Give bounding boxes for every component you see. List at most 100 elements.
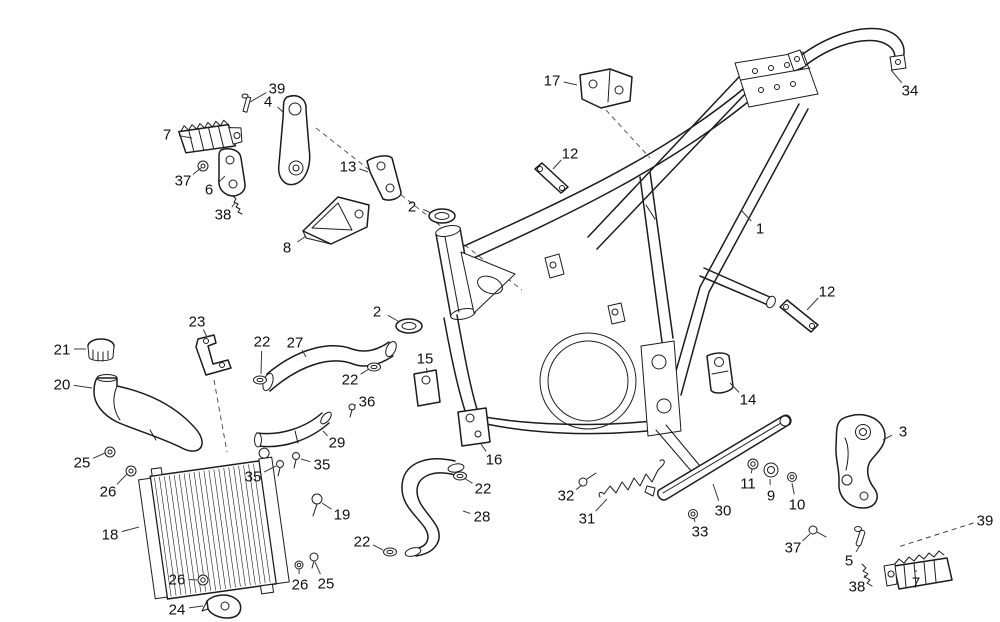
- seal-ring-2-upper: [428, 208, 456, 224]
- spring-38-front: [232, 195, 243, 215]
- leader-line: [192, 167, 202, 175]
- part-label-14[interactable]: 14: [729, 382, 756, 408]
- part-label-30[interactable]: 30: [712, 483, 731, 519]
- part-label-35[interactable]: 35: [245, 465, 277, 485]
- part-number: 7: [163, 126, 171, 143]
- part-label-2[interactable]: 2: [408, 198, 432, 215]
- bolt-33: [688, 509, 698, 519]
- part-label-35[interactable]: 35: [300, 456, 331, 473]
- part-number: 37: [785, 539, 802, 556]
- part-label-28[interactable]: 28: [462, 508, 490, 525]
- part-label-36[interactable]: 36: [353, 393, 376, 410]
- washer-26-c: [197, 574, 209, 586]
- spring-38-rear: [861, 563, 873, 587]
- bracket-14-drawing: [706, 352, 734, 394]
- part-label-17[interactable]: 17: [544, 72, 578, 89]
- part-label-4[interactable]: 4: [264, 93, 285, 114]
- part-label-27[interactable]: 27: [287, 334, 307, 358]
- hose-28-drawing: [401, 458, 465, 557]
- part-label-1[interactable]: 1: [740, 209, 764, 237]
- bolt-37-rear: [808, 525, 827, 538]
- link-plate-12-lower: [779, 299, 819, 333]
- part-label-32[interactable]: 32: [558, 484, 583, 504]
- part-label-37[interactable]: 37: [785, 533, 811, 556]
- part-label-6[interactable]: 6: [205, 175, 226, 198]
- part-label-10[interactable]: 10: [789, 482, 806, 513]
- leader-line: [92, 452, 106, 459]
- leader-line: [178, 135, 193, 139]
- leader-line: [897, 522, 974, 548]
- part-label-22[interactable]: 22: [463, 477, 491, 497]
- part-label-26[interactable]: 26: [292, 568, 309, 593]
- part-label-39[interactable]: 39: [897, 512, 993, 548]
- part-label-21[interactable]: 21: [54, 341, 86, 358]
- part-number: 26: [169, 571, 186, 588]
- pipe-29-drawing: [254, 411, 332, 448]
- part-label-5[interactable]: 5: [845, 544, 861, 569]
- part-label-2[interactable]: 2: [373, 303, 399, 322]
- part-label-22[interactable]: 22: [254, 333, 271, 375]
- part-label-31[interactable]: 31: [579, 498, 608, 527]
- bracket-13-drawing: [366, 155, 402, 201]
- part-label-39[interactable]: 39: [249, 80, 285, 103]
- part-label-33[interactable]: 33: [692, 517, 709, 540]
- washer-11: [747, 458, 759, 470]
- part-label-11[interactable]: 11: [740, 468, 756, 492]
- part-label-16[interactable]: 16: [480, 443, 502, 468]
- bracket-17-drawing: [579, 68, 633, 109]
- part-label-37[interactable]: 37: [175, 167, 202, 189]
- part-number: 4: [264, 93, 272, 110]
- part-label-26[interactable]: 26: [100, 473, 128, 500]
- part-number: 22: [354, 533, 371, 550]
- part-label-19[interactable]: 19: [321, 502, 350, 523]
- leader-line: [73, 384, 93, 389]
- part-label-12[interactable]: 12: [552, 145, 578, 170]
- part-label-34[interactable]: 34: [890, 69, 919, 99]
- part-label-22[interactable]: 22: [342, 368, 370, 388]
- pin-39-front: [241, 93, 252, 113]
- part-label-26[interactable]: 26: [169, 571, 198, 588]
- part-label-9[interactable]: 9: [767, 478, 775, 504]
- part-number: 34: [902, 82, 919, 99]
- part-number: 18: [102, 526, 119, 543]
- washer-25-a: [104, 446, 116, 458]
- part-label-20[interactable]: 20: [54, 376, 93, 393]
- leader-line: [321, 502, 332, 510]
- part-number: 15: [417, 350, 434, 367]
- part-number: 5: [845, 552, 853, 569]
- part-label-8[interactable]: 8: [283, 235, 307, 256]
- part-number: 36: [359, 393, 376, 410]
- part-label-15[interactable]: 15: [417, 350, 434, 374]
- part-label-24[interactable]: 24: [169, 601, 204, 618]
- part-number: 2: [408, 198, 416, 215]
- part-number: 35: [245, 468, 262, 485]
- part-number: 23: [189, 313, 206, 330]
- part-label-3[interactable]: 3: [882, 423, 907, 441]
- part-label-7[interactable]: 7: [912, 570, 920, 591]
- part-number: 13: [340, 158, 357, 175]
- part-label-22[interactable]: 22: [354, 533, 384, 551]
- part-label-7[interactable]: 7: [163, 126, 193, 143]
- part-label-23[interactable]: 23: [189, 313, 208, 338]
- bolt-35-a: [292, 452, 300, 469]
- part-number: 8: [283, 239, 291, 256]
- footpeg-front-left: [178, 119, 243, 154]
- bolt-25-b: [309, 552, 319, 569]
- part-label-12[interactable]: 12: [806, 283, 835, 311]
- leader-line: [806, 297, 819, 311]
- part-label-18[interactable]: 18: [102, 526, 140, 543]
- part-number: 7: [912, 574, 920, 591]
- part-label-13[interactable]: 13: [340, 158, 369, 175]
- leader-line: [802, 533, 811, 542]
- part-number: 35: [314, 456, 331, 473]
- side-stand-30: [644, 414, 792, 501]
- part-number: 10: [789, 496, 806, 513]
- part-label-38[interactable]: 38: [215, 202, 236, 223]
- part-label-25[interactable]: 25: [74, 452, 106, 471]
- part-label-38[interactable]: 38: [849, 574, 866, 595]
- leader-line: [263, 465, 277, 473]
- leader-line: [116, 473, 128, 485]
- part-label-29[interactable]: 29: [322, 430, 345, 451]
- part-label-25[interactable]: 25: [314, 561, 334, 592]
- part-number: 38: [849, 578, 866, 595]
